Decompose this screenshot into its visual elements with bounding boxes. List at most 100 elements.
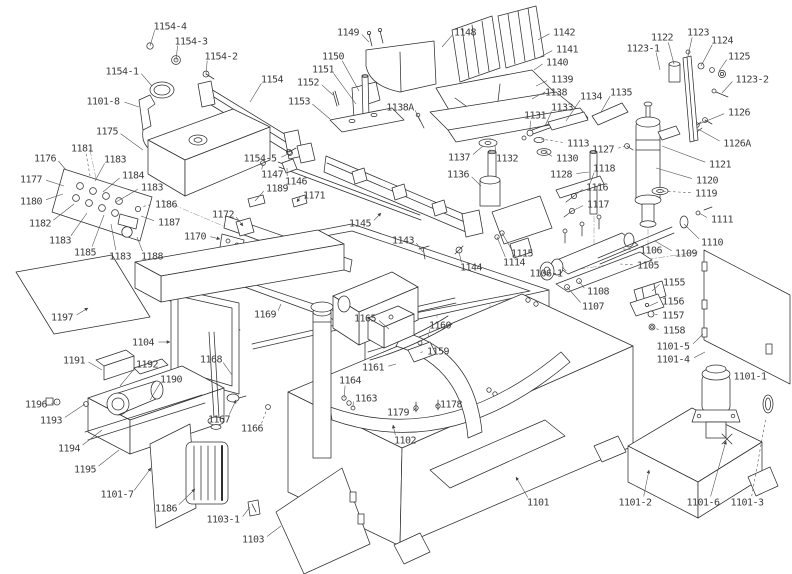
part-label-1183: 1183 [109, 252, 132, 263]
part-label-1177: 1177 [20, 175, 43, 186]
part-label-1183: 1183 [49, 236, 72, 247]
leader-line-1106-1 [561, 266, 567, 272]
leader-line-1171 [296, 197, 301, 203]
leader-line-1101-8 [124, 101, 140, 108]
fastener-plate-drawing [668, 49, 729, 143]
leader-line-1101-3 [751, 416, 767, 497]
part-label-1103: 1103 [242, 535, 265, 546]
part-label-1123-2: 1123-2 [735, 75, 769, 86]
leader-line-1120 [655, 167, 693, 179]
part-label-1103-1: 1103-1 [206, 515, 240, 526]
part-label-1134: 1134 [580, 92, 603, 103]
part-label-1101-2: 1101-2 [618, 498, 652, 509]
leader-line-1140 [533, 63, 543, 71]
leader-line-1152 [321, 84, 334, 96]
part-label-1133: 1133 [551, 103, 574, 114]
leader-line-1154-2 [205, 60, 208, 75]
leader-line-1153 [312, 103, 331, 120]
part-label-1183: 1183 [141, 183, 164, 194]
part-label-1184: 1184 [122, 171, 145, 182]
leader-line-1178 [435, 404, 439, 407]
leader-line-1168 [222, 362, 233, 376]
leader-line-1132 [494, 145, 497, 154]
long-box-drawing [134, 229, 345, 303]
vertical-cylinder-drawing [634, 101, 703, 228]
leader-line-1150 [341, 60, 360, 92]
part-label-1149: 1149 [337, 28, 360, 39]
leader-line-1183 [70, 212, 88, 236]
part-label-1143: 1143 [392, 236, 415, 247]
part-label-1176: 1176 [34, 154, 57, 165]
leader-line-1101-5 [692, 333, 704, 345]
leader-line-1107 [566, 286, 581, 303]
leader-line-1145 [373, 212, 382, 221]
part-label-1171: 1171 [303, 191, 326, 202]
leader-line-1164 [343, 385, 346, 399]
part-label-1119: 1119 [695, 189, 718, 200]
part-label-1196: 1196 [25, 400, 48, 411]
leader-line-1189 [254, 190, 264, 202]
part-label-1106-1: 1106-1 [529, 269, 563, 280]
part-label-1182: 1182 [29, 219, 52, 230]
leader-line-1170 [210, 236, 221, 240]
leader-line-1102 [391, 424, 396, 436]
leader-line-1124 [700, 44, 713, 67]
part-label-1125: 1125 [728, 52, 751, 63]
part-label-1192: 1192 [136, 360, 159, 371]
part-label-1105: 1105 [637, 261, 660, 272]
leader-line-1183 [115, 189, 138, 203]
part-label-1165: 1165 [354, 314, 377, 325]
leader-line-1180 [45, 193, 64, 200]
sheet-1197-drawing [15, 254, 151, 335]
part-label-1190: 1190 [160, 375, 183, 386]
part-label-1101-6: 1101-6 [686, 498, 720, 509]
leader-line-1182 [53, 203, 75, 221]
bracket-parts-drawing [629, 280, 667, 331]
leader-line-1184 [102, 177, 120, 193]
part-label-1188: 1188 [141, 252, 164, 263]
leader-line-1186 [140, 204, 151, 208]
part-label-1148: 1148 [454, 28, 477, 39]
door-1103-drawing [247, 467, 371, 574]
leader-line-1136 [471, 176, 482, 187]
part-label-1115: 1115 [511, 249, 534, 260]
part-label-1137: 1137 [448, 153, 471, 164]
leader-line-1167 [229, 399, 237, 415]
part-label-1150: 1150 [322, 52, 345, 63]
part-label-1193: 1193 [40, 416, 63, 427]
leader-line-1154 [249, 83, 262, 103]
leader-line-1191 [88, 361, 103, 371]
chute-drawing [491, 195, 553, 259]
part-label-1164: 1164 [339, 376, 362, 387]
part-label-1147: 1147 [261, 170, 284, 181]
part-label-1197: 1197 [51, 313, 74, 324]
leader-line-1172 [235, 216, 244, 227]
part-label-1116: 1116 [586, 183, 609, 194]
leader-line-1138A [414, 110, 421, 122]
part-label-1127: 1127 [592, 145, 615, 156]
pump-unit-left-drawing [45, 349, 229, 529]
part-label-1101-1: 1101-1 [733, 372, 767, 383]
part-label-1160: 1160 [429, 321, 452, 332]
pump-unit-right-drawing [627, 364, 779, 519]
part-label-1101-5: 1101-5 [656, 342, 690, 353]
part-label-1175: 1175 [96, 127, 119, 138]
part-label-1166: 1166 [241, 424, 264, 435]
part-label-1126A: 1126A [723, 139, 751, 150]
leader-line-1194 [82, 429, 103, 446]
part-label-1101-3: 1101-3 [730, 498, 764, 509]
part-label-1109: 1109 [675, 249, 698, 260]
leader-line-1149 [361, 34, 370, 43]
part-label-1151: 1151 [312, 65, 335, 76]
part-label-1135: 1135 [610, 88, 633, 99]
curved-rails-drawing [329, 315, 571, 439]
part-label-1104: 1104 [132, 338, 155, 349]
leader-line-1133 [544, 111, 552, 127]
part-label-1153: 1153 [288, 97, 311, 108]
part-label-1155: 1155 [663, 278, 686, 289]
part-label-1163: 1163 [355, 394, 378, 405]
leader-line-1123-1 [655, 52, 661, 71]
leader-line-1116 [573, 188, 583, 197]
leader-line-1143 [415, 242, 424, 253]
